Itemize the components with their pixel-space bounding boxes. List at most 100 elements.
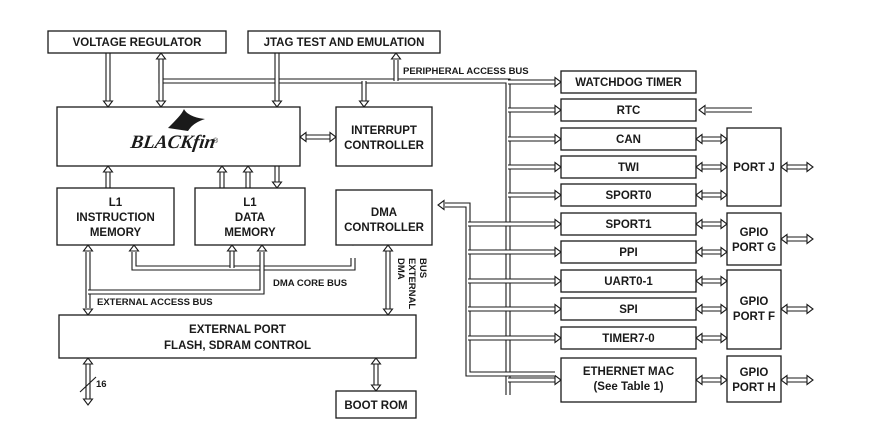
boot-rom-arrow-head-down [370, 384, 382, 392]
external-access-bus [88, 252, 265, 295]
ppi-port-arrow-head-right [720, 246, 728, 258]
vreg-core-link-head-down [155, 100, 167, 108]
ethernet-mac-block: ETHERNET MAC (See Table 1) [560, 357, 697, 403]
dma-peripheral-bus-inner [445, 203, 555, 376]
uart-port-arrow-head-left [695, 275, 703, 287]
port-g-label-line2: PORT G [732, 242, 776, 254]
twi-label: TWI [618, 162, 639, 174]
boot-rom-block: BOOT ROM [335, 390, 417, 419]
spi-port-arrow-head-right [720, 303, 728, 315]
port-f-pin-arrow-head-left [780, 303, 788, 315]
sport1-port-arrow-head-right [720, 218, 728, 230]
dma-peripheral-bus [445, 202, 555, 377]
ppi-port-arrow-head-left [695, 246, 703, 258]
fin-mark-icon [168, 109, 205, 131]
dma-external-bus-line2: EXTERNAL [406, 258, 417, 309]
dma-controller-block: DMA CONTROLLER [335, 189, 433, 246]
dma-core-bus-inner [132, 252, 355, 270]
gpio-port-g-block: GPIO PORT G [726, 212, 782, 266]
bus-wires [79, 52, 814, 406]
core-interrupt-arrow-head-right [329, 131, 337, 143]
external-pins-arrow-head-up [82, 357, 94, 365]
dma-external-bus-arrow-head-up [382, 244, 394, 252]
jtag-label: JTAG TEST AND EMULATION [264, 37, 425, 49]
dma-controller-label-line2: CONTROLLER [344, 222, 425, 234]
dma-external-bus-label: DMA EXTERNAL BUS [395, 258, 428, 309]
eth-port-arrow-head-right [720, 374, 728, 386]
dma-core-bus-label: DMA CORE BUS [273, 278, 347, 289]
spi-label: SPI [619, 304, 638, 316]
rtc-pin-head [698, 104, 706, 116]
voltage-regulator-block: VOLTAGE REGULATOR [47, 30, 227, 54]
uart-label: UART0-1 [604, 276, 653, 288]
external-port-block: EXTERNAL PORT FLASH, SDRAM CONTROL [58, 314, 417, 359]
twi-block: TWI [560, 155, 697, 179]
core-interrupt-arrow-head-left [299, 131, 307, 143]
jtag-core-arrow-head-down [271, 100, 283, 108]
can-block: CAN [560, 127, 697, 151]
external-port-label-line2: FLASH, SDRAM CONTROL [164, 340, 311, 352]
port-h-pin-arrow-head-right [806, 374, 814, 386]
eth-port-arrow-head-left [695, 374, 703, 386]
peripheral-branch-head-2 [554, 133, 562, 145]
watchdog-timer-block: WATCHDOG TIMER [560, 70, 697, 94]
port-f-label-line1: GPIO [740, 296, 769, 308]
can-port-arrow-head-right [720, 133, 728, 145]
port-j-pin-arrow-head-left [780, 161, 788, 173]
external-access-bus-label: EXTERNAL ACCESS BUS [97, 297, 213, 308]
rtc-block: RTC [560, 98, 697, 122]
sport1-label: SPORT1 [605, 219, 652, 231]
ext-access-l1i-head [82, 244, 94, 252]
boot-rom-arrow-head-up [370, 357, 382, 365]
twi-port-arrow-head-right [720, 161, 728, 173]
sport0-label: SPORT0 [605, 190, 651, 202]
port-j-label: PORT J [733, 162, 775, 174]
ethernet-mac-label-line1: ETHERNET MAC [583, 366, 674, 378]
voltage-regulator-label: VOLTAGE REGULATOR [73, 37, 203, 49]
vreg-core-link-head-up [155, 52, 167, 60]
boot-rom-label: BOOT ROM [344, 400, 407, 412]
sport0-port-arrow-head-right [720, 189, 728, 201]
peripheral-branch-head-6 [554, 246, 562, 258]
port-g-pin-arrow-head-right [806, 233, 814, 245]
peripheral-branch-head-3 [554, 161, 562, 173]
dma-peripheral-head [437, 199, 445, 211]
jtag-peripheral-head [390, 52, 402, 60]
peripheral-branch-head-9 [554, 332, 562, 344]
gpio-port-f-block: GPIO PORT F [726, 269, 782, 350]
peripheral-branch-head-8 [554, 303, 562, 315]
port-f-label-line2: PORT F [733, 311, 775, 323]
core-l1i-arrow-head-up [102, 165, 114, 173]
blackfin-logo: BLACKfin ® [128, 109, 219, 153]
watchdog-timer-label: WATCHDOG TIMER [575, 77, 682, 89]
l1-instruction-line1: L1 [109, 197, 123, 209]
functional-blocks: VOLTAGE REGULATOR JTAG TEST AND EMULATIO… [47, 30, 782, 419]
l1-data-memory-block: L1 DATA MEMORY [194, 187, 306, 246]
peripheral-branch-head-7 [554, 275, 562, 287]
core-l1d-arrow-b-head-up [242, 165, 254, 173]
port-j-pin-arrow-head-right [806, 161, 814, 173]
bus-width-slash [79, 376, 97, 393]
can-label: CAN [616, 134, 641, 146]
external-access-bus-inner [88, 252, 264, 294]
external-pins-arrow-head-down [82, 398, 94, 406]
l1-data-line3: MEMORY [224, 227, 276, 239]
spi-block: SPI [560, 297, 697, 321]
timer-port-arrow-head-left [695, 332, 703, 344]
peripheral-interrupt-arrow-head-down [358, 100, 370, 108]
timer-block: TIMER7-0 [560, 326, 697, 350]
can-port-arrow-head-left [695, 133, 703, 145]
peripheral-branch-head-4 [554, 189, 562, 201]
bus-labels: PERIPHERAL ACCESS BUS DMA CORE BUS EXTER… [96, 66, 529, 390]
sport0-port-arrow-head-left [695, 189, 703, 201]
port-g-pin-arrow-head-left [780, 233, 788, 245]
sport1-block: SPORT1 [560, 212, 697, 236]
port-h-pin-arrow-head-left [780, 374, 788, 386]
blackfin-logo-text: BLACKfin [128, 132, 216, 153]
dma-external-bus-line3: BUS [417, 258, 428, 278]
timer-label: TIMER7-0 [602, 333, 654, 345]
timer-port-arrow-head-right [720, 332, 728, 344]
ppi-block: PPI [560, 240, 697, 264]
ppi-label: PPI [619, 247, 638, 259]
